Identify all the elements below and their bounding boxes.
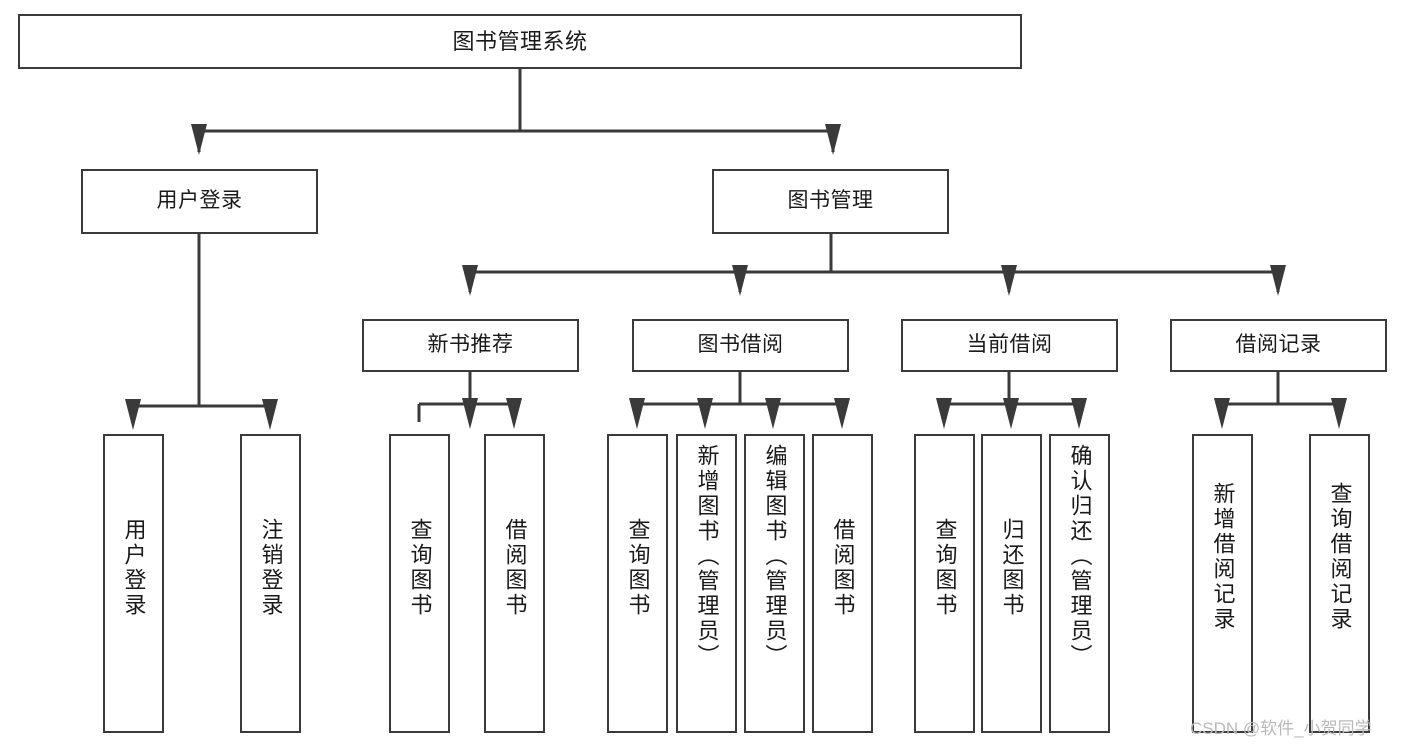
node-new-book-recommend[interactable]: 新书推荐 (362, 319, 579, 372)
leaf-borrow-edit-book[interactable]: 编辑图书（管理员） (744, 434, 805, 733)
node-label: 借阅图书 (502, 518, 528, 618)
leaf-borrow-query-book[interactable]: 查询图书 (607, 434, 668, 733)
node-label: 借阅图书 (830, 518, 856, 618)
node-label: 查询图书 (407, 518, 433, 618)
node-label: 新书推荐 (427, 333, 514, 357)
node-book-management[interactable]: 图书管理 (712, 169, 949, 234)
node-label: 归还图书 (999, 518, 1025, 618)
node-label: 用户登录 (156, 189, 243, 213)
csdn-watermark: CSDN @软件_小贺同学 (1190, 719, 1372, 738)
leaf-user-login-logout[interactable]: 注销登录 (240, 434, 301, 733)
node-label: 查询图书 (932, 518, 958, 618)
leaf-current-query-book[interactable]: 查询图书 (914, 434, 975, 733)
node-label: 确认归还（管理员） (1067, 444, 1093, 669)
leaf-borrow-borrow-book[interactable]: 借阅图书 (812, 434, 873, 733)
node-root-system[interactable]: 图书管理系统 (18, 14, 1022, 69)
leaf-recommend-borrow-book[interactable]: 借阅图书 (484, 434, 545, 733)
node-label: 注销登录 (258, 518, 284, 618)
node-label: 当前借阅 (966, 333, 1053, 357)
leaf-user-login-login[interactable]: 用户登录 (103, 434, 164, 733)
node-borrow-record[interactable]: 借阅记录 (1170, 319, 1387, 372)
node-label: 编辑图书（管理员） (762, 444, 788, 669)
leaf-record-query-record[interactable]: 查询借阅记录 (1309, 434, 1370, 733)
node-label: 新增借阅记录 (1210, 482, 1236, 632)
leaf-recommend-query-book[interactable]: 查询图书 (389, 434, 450, 733)
node-user-login[interactable]: 用户登录 (81, 169, 318, 234)
node-label: 用户登录 (121, 518, 147, 618)
node-book-borrow[interactable]: 图书借阅 (632, 319, 849, 372)
leaf-current-confirm-return[interactable]: 确认归还（管理员） (1049, 434, 1110, 733)
node-label: 新增图书（管理员） (694, 444, 720, 669)
node-label: 查询图书 (625, 518, 651, 618)
leaf-borrow-add-book[interactable]: 新增图书（管理员） (676, 434, 737, 733)
node-label: 图书借阅 (697, 333, 784, 357)
node-label: 查询借阅记录 (1327, 482, 1353, 632)
node-label: 图书管理系统 (452, 28, 588, 54)
leaf-record-add-record[interactable]: 新增借阅记录 (1192, 434, 1253, 733)
node-current-borrow[interactable]: 当前借阅 (901, 319, 1118, 372)
node-label: 图书管理 (787, 189, 874, 213)
node-label: 借阅记录 (1235, 333, 1322, 357)
leaf-current-return-book[interactable]: 归还图书 (981, 434, 1042, 733)
